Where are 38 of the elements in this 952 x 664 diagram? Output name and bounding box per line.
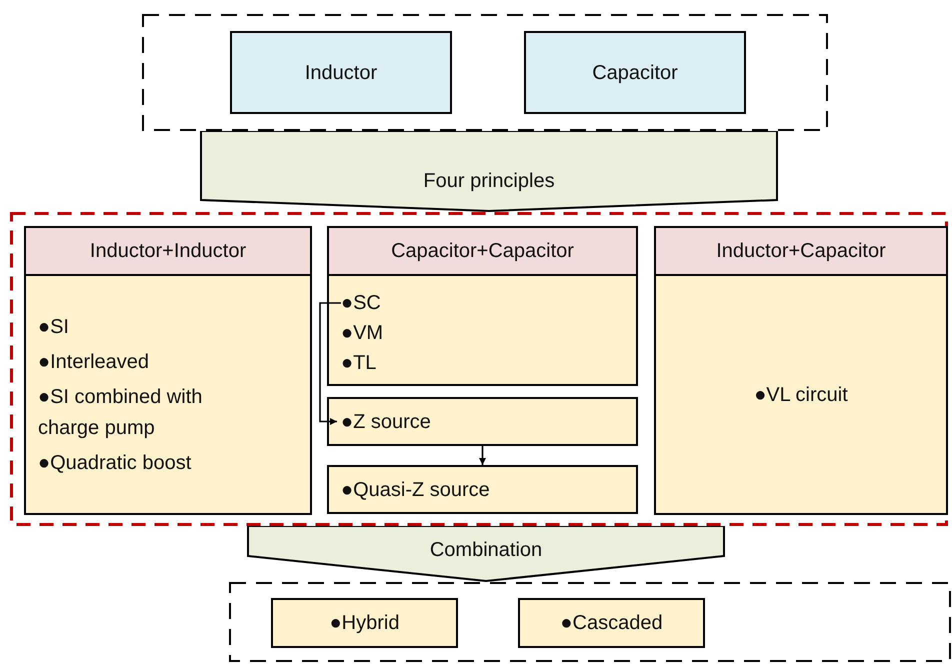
list-item: ●VM xyxy=(341,321,384,346)
component-box xyxy=(230,31,452,114)
list-item: ●Cascaded xyxy=(560,611,663,635)
step-label: Combination xyxy=(428,538,544,562)
dashed-group-frame xyxy=(229,582,951,662)
list-item: ●VL circuit xyxy=(754,382,848,406)
list-item: ●SC xyxy=(341,291,382,316)
list-box xyxy=(327,276,638,386)
column-header xyxy=(654,226,948,276)
arrow xyxy=(319,302,341,425)
list-box xyxy=(327,465,638,514)
chevron-arrow-shape xyxy=(200,131,778,212)
list-item: ●Hybrid xyxy=(330,611,400,635)
chevron-arrow-shape xyxy=(247,526,725,582)
column-heading: Inductor+Inductor xyxy=(90,239,246,263)
dashed-group-frame xyxy=(142,14,828,131)
dashed-group-frame xyxy=(10,212,948,526)
arrow xyxy=(479,446,486,465)
list-item: ●SI xyxy=(38,315,70,340)
step-label: Four principles xyxy=(422,169,556,193)
column-header xyxy=(24,226,312,276)
column-heading: Inductor+Capacitor xyxy=(716,239,886,263)
column-heading: Capacitor+Capacitor xyxy=(391,239,574,263)
list-box xyxy=(271,598,458,648)
list-box xyxy=(24,276,312,515)
list-item: ●TL xyxy=(341,351,378,376)
list-item: ●Interleaved xyxy=(38,350,150,375)
list-item: ●Quasi-Z source xyxy=(341,478,490,502)
component-label: Inductor xyxy=(304,60,378,84)
list-item: ●Z source xyxy=(341,410,431,434)
component-label: Capacitor xyxy=(592,60,678,84)
list-item: ●SI combined with charge pump xyxy=(38,385,204,441)
list-item: ●Quadratic boost xyxy=(38,451,192,476)
list-box xyxy=(518,598,705,648)
list-box xyxy=(327,397,638,446)
column-header xyxy=(327,226,638,276)
component-box xyxy=(524,31,746,114)
list-box xyxy=(654,276,948,515)
